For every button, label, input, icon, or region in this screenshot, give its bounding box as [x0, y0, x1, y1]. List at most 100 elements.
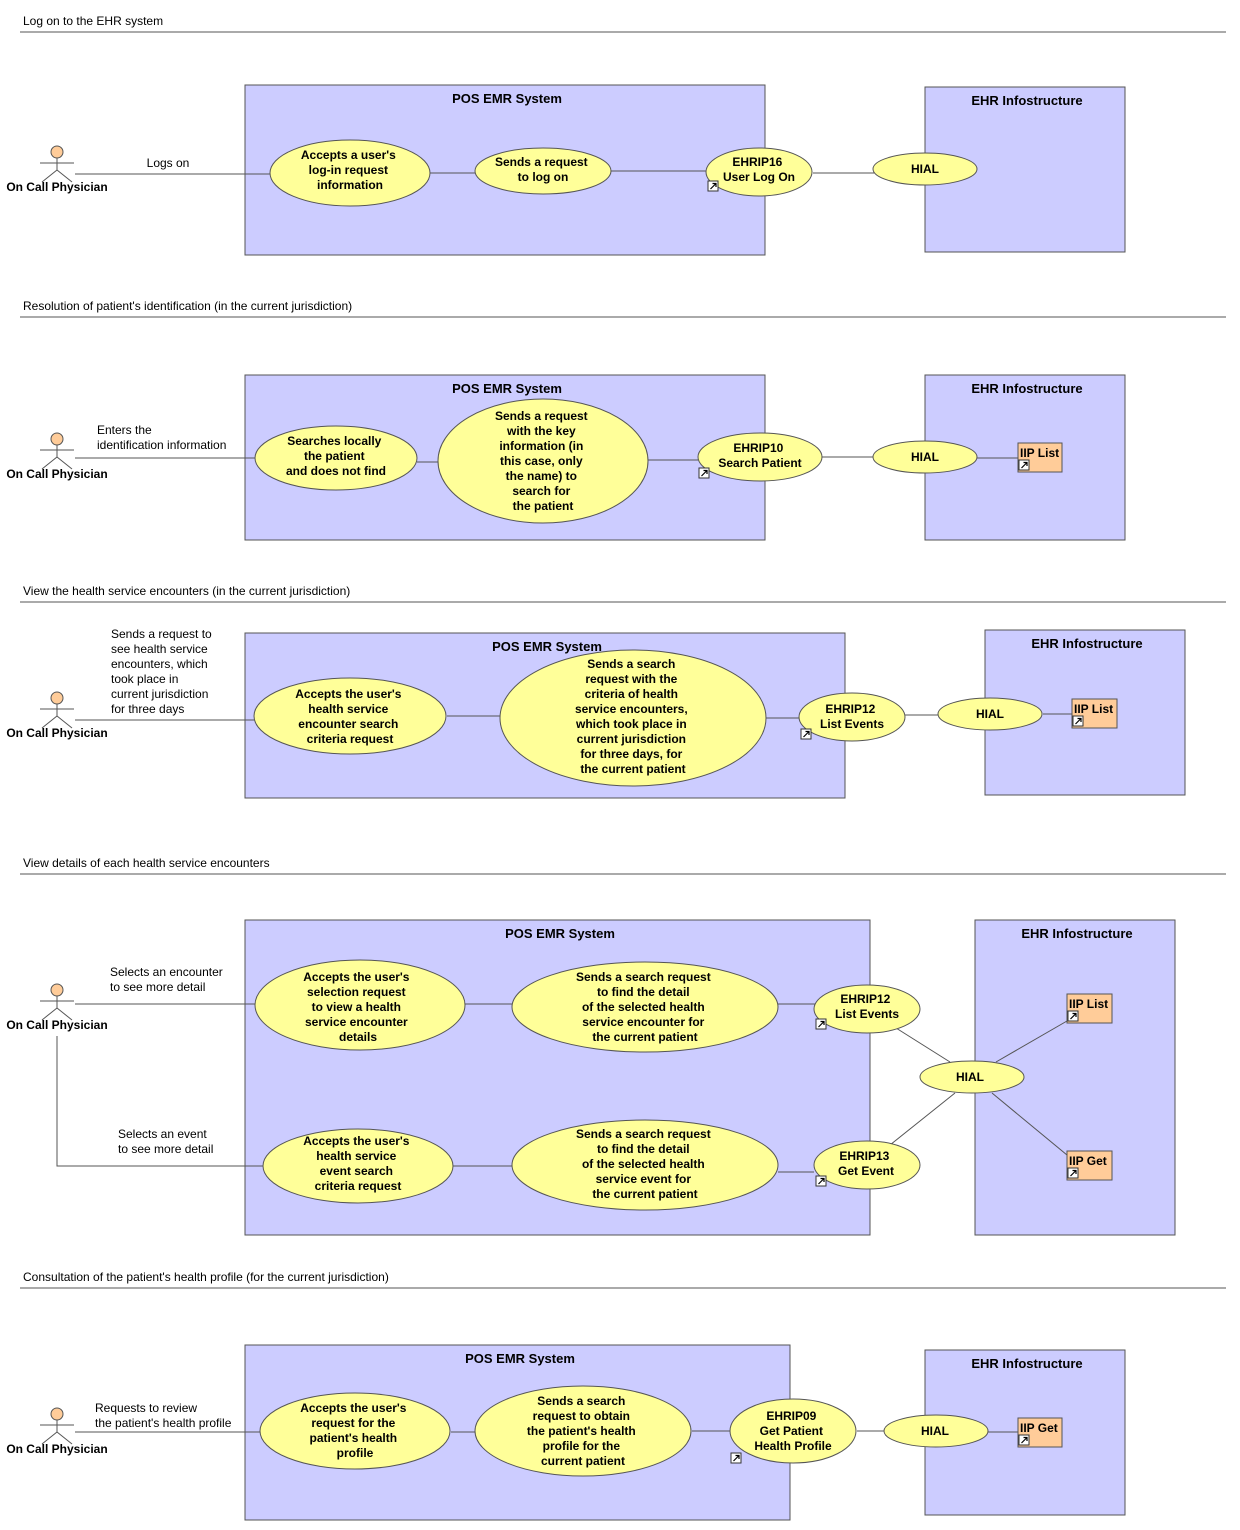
actor-leg — [41, 1007, 58, 1021]
system-title: POS EMR System — [452, 91, 562, 106]
iip-label: IIP Get — [1020, 1421, 1058, 1435]
usecase-label: EHRIP16 User Log On — [723, 155, 795, 184]
usecase-label: HIAL — [976, 707, 1004, 721]
system-title: POS EMR System — [505, 926, 615, 941]
system-title: POS EMR System — [452, 381, 562, 396]
iip-get-component[interactable]: IIP Get — [1017, 1417, 1063, 1448]
usecase-hial[interactable]: HIAL — [919, 1060, 1025, 1094]
usecase-label: Sends a search request to find the detai… — [576, 970, 714, 1044]
usecase-label: HIAL — [911, 162, 939, 176]
section-patient-identification: Resolution of patient's identification (… — [6, 299, 1226, 541]
link-icon[interactable] — [1072, 715, 1084, 727]
usecase-hial[interactable]: HIAL — [872, 440, 978, 474]
usecase-accept-profile-request[interactable]: Accepts the user's request for the patie… — [259, 1392, 451, 1470]
usecase-ehrip10[interactable]: EHRIP10 Search Patient — [697, 432, 823, 482]
iip-list-component[interactable]: IIP List — [1066, 993, 1113, 1024]
usecase-accept-encounter-criteria[interactable]: Accepts the user's health service encoun… — [253, 677, 447, 755]
link-icon[interactable] — [730, 1452, 742, 1464]
iip-label: IIP List — [1069, 997, 1108, 1011]
infrastructure-title: EHR Infostructure — [971, 381, 1082, 396]
actor-on-call-physician[interactable]: On Call Physician — [6, 983, 108, 1032]
usecase-send-profile-search[interactable]: Sends a search request to obtain the pat… — [474, 1385, 692, 1477]
infrastructure-title: EHR Infostructure — [1031, 636, 1142, 651]
usecase-ehrip13[interactable]: EHRIP13 Get Event — [813, 1140, 921, 1190]
connector-line — [889, 1092, 956, 1146]
usecase-hial[interactable]: HIAL — [937, 697, 1043, 731]
usecase-label: Sends a request to log on — [495, 155, 591, 184]
actor-leg — [56, 169, 73, 183]
usecase-accept-login[interactable]: Accepts a user's log-in request informat… — [269, 139, 431, 207]
link-icon[interactable] — [1067, 1010, 1079, 1022]
usecase-label: EHRIP09 Get Patient Health Profile — [754, 1409, 832, 1453]
usecase-hial[interactable]: HIAL — [883, 1414, 989, 1448]
usecase-ehrip12[interactable]: EHRIP12 List Events — [798, 692, 906, 742]
association-line — [56, 1036, 265, 1167]
iip-get-component[interactable]: IIP Get — [1066, 1150, 1113, 1181]
iip-list-component[interactable]: IIP List — [1071, 698, 1118, 729]
usecase-label: Accepts a user's log-in request informat… — [301, 148, 399, 192]
usecase-label: Searches locally the patient and does no… — [286, 434, 386, 478]
actor-leg — [56, 1007, 73, 1021]
section-title: View details of each health service enco… — [23, 856, 270, 870]
actor-head — [50, 691, 64, 705]
actor-leg — [41, 456, 58, 470]
association-label: Sends a request to see health service en… — [111, 627, 215, 716]
usecase-label: Accepts the user's selection request to … — [303, 970, 413, 1044]
usecase-ehrip16[interactable]: EHRIP16 User Log On — [705, 147, 813, 197]
link-icon[interactable] — [707, 180, 719, 192]
actor-on-call-physician[interactable]: On Call Physician — [6, 145, 108, 194]
actor-head — [50, 145, 64, 159]
association-label: Enters the identification information — [97, 423, 226, 452]
usecase-label: EHRIP13 Get Event — [838, 1149, 894, 1178]
usecase-send-encounter-search[interactable]: Sends a search request with the criteria… — [499, 649, 767, 787]
link-icon[interactable] — [800, 728, 812, 740]
iip-list-component[interactable]: IIP List — [1017, 442, 1063, 473]
association-label: Requests to review the patient's health … — [95, 1401, 232, 1430]
section-health-profile: Consultation of the patient's health pro… — [6, 1270, 1226, 1521]
system-title: POS EMR System — [492, 639, 602, 654]
association-label: Selects an encounter to see more detail — [110, 965, 226, 994]
link-icon[interactable] — [1067, 1167, 1079, 1179]
usecase-send-key-information[interactable]: Sends a request with the key information… — [437, 398, 649, 524]
actor-on-call-physician[interactable]: On Call Physician — [6, 432, 108, 481]
section-title: Consultation of the patient's health pro… — [23, 1270, 389, 1284]
section-title: View the health service encounters (in t… — [23, 584, 350, 598]
iip-label: IIP List — [1074, 702, 1113, 716]
system-title: POS EMR System — [465, 1351, 575, 1366]
actor-name: On Call Physician — [6, 726, 107, 740]
usecase-send-logon[interactable]: Sends a request to log on — [474, 147, 612, 195]
infrastructure-title: EHR Infostructure — [1021, 926, 1132, 941]
actor-on-call-physician[interactable]: On Call Physician — [6, 691, 108, 740]
usecase-label: Accepts the user's health service event … — [303, 1134, 413, 1193]
usecase-ehrip12[interactable]: EHRIP12 List Events — [813, 984, 921, 1034]
link-icon[interactable] — [1018, 1434, 1030, 1446]
usecase-send-encounter-detail-search[interactable]: Sends a search request to find the detai… — [511, 961, 779, 1053]
section-view-encounter-details: View details of each health service enco… — [6, 856, 1226, 1236]
section-log-on: Log on to the EHR system POS EMR System … — [6, 14, 1226, 256]
actor-leg — [56, 1431, 73, 1445]
usecase-label: Sends a request with the key information… — [495, 409, 591, 513]
link-icon[interactable] — [815, 1175, 827, 1187]
actor-leg — [41, 1431, 58, 1445]
usecase-search-locally[interactable]: Searches locally the patient and does no… — [254, 425, 418, 491]
usecase-label: EHRIP12 List Events — [835, 992, 899, 1021]
usecase-ehrip09[interactable]: EHRIP09 Get Patient Health Profile — [729, 1398, 857, 1464]
link-icon[interactable] — [698, 467, 710, 479]
actor-leg — [56, 715, 73, 729]
usecase-accept-event-criteria[interactable]: Accepts the user's health service event … — [262, 1128, 454, 1204]
usecase-send-event-detail-search[interactable]: Sends a search request to find the detai… — [511, 1119, 779, 1211]
usecase-label: EHRIP12 List Events — [820, 702, 884, 731]
usecase-label: HIAL — [956, 1070, 984, 1084]
usecase-hial[interactable]: HIAL — [872, 152, 978, 186]
section-view-encounters: View the health service encounters (in t… — [6, 584, 1226, 799]
actor-name: On Call Physician — [6, 1018, 107, 1032]
actor-name: On Call Physician — [6, 180, 107, 194]
usecase-label: Accepts the user's request for the patie… — [300, 1401, 410, 1460]
link-icon[interactable] — [1018, 459, 1030, 471]
usecase-label: Sends a search request with the criteria… — [575, 657, 691, 776]
infrastructure-title: EHR Infostructure — [971, 93, 1082, 108]
link-icon[interactable] — [815, 1018, 827, 1030]
usecase-accept-selection[interactable]: Accepts the user's selection request to … — [254, 959, 466, 1051]
actor-on-call-physician[interactable]: On Call Physician — [6, 1407, 108, 1456]
